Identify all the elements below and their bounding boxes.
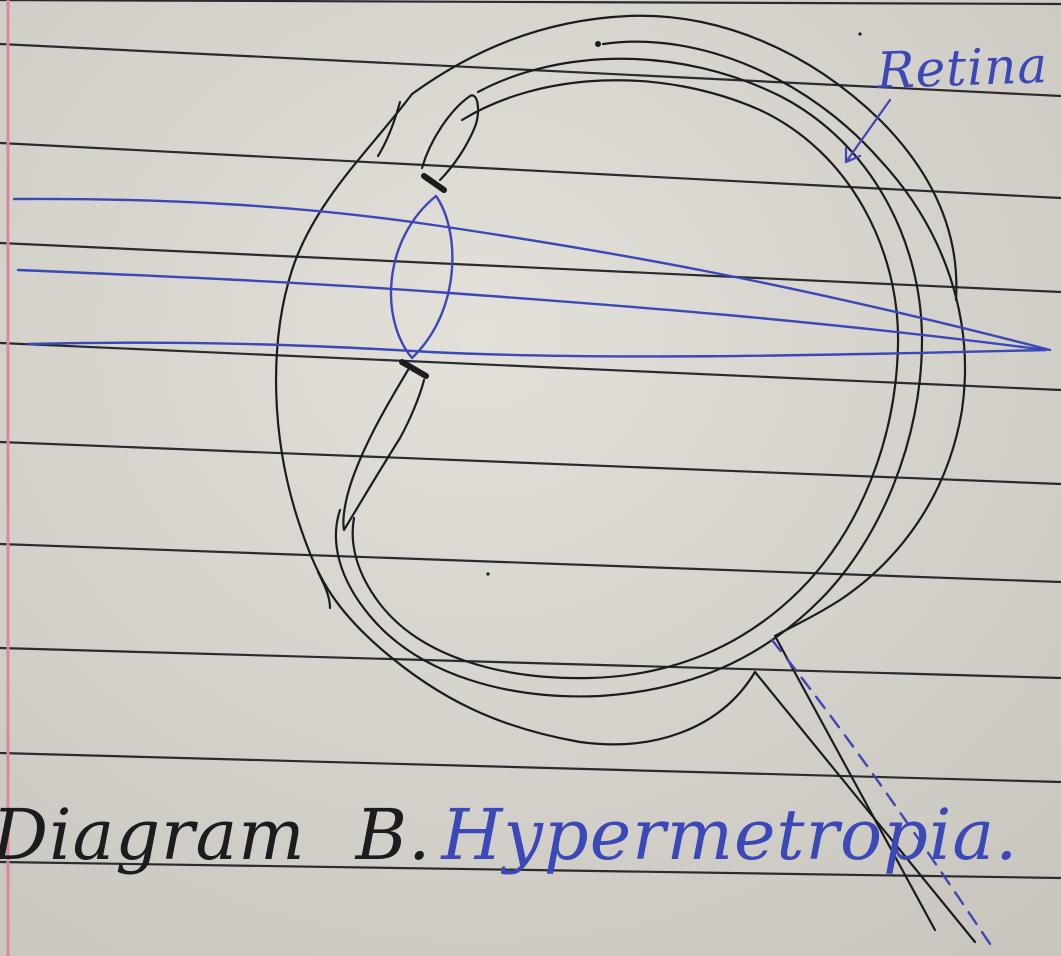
ink-speck — [858, 32, 861, 35]
caption-prefix: Diagram — [0, 794, 306, 876]
ink-speck — [486, 572, 489, 575]
caption-title: Hypermetropia. — [441, 794, 1018, 876]
ink-speck — [595, 41, 601, 47]
retina-label: Retina — [876, 40, 1049, 96]
caption-letter: B. — [356, 794, 432, 876]
